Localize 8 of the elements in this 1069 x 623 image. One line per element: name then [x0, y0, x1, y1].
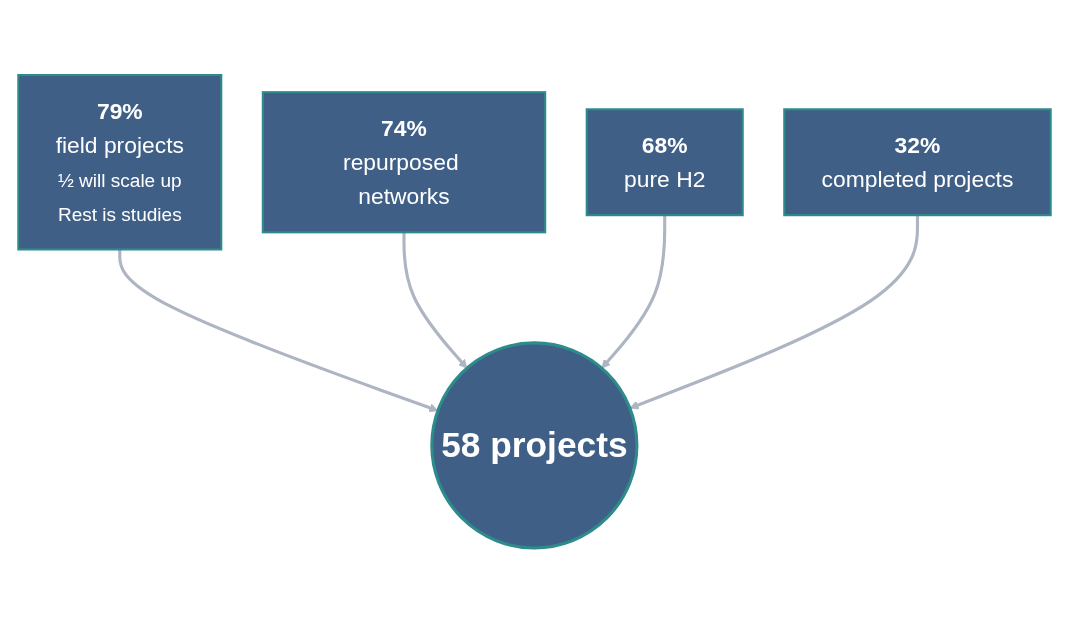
arrow — [402, 232, 468, 369]
node-box: 74% repurposed networks — [261, 91, 547, 234]
node-box: 32% completed projects — [783, 108, 1052, 217]
node-box: 68% pure H2 — [585, 108, 744, 217]
arrow — [629, 215, 920, 410]
arrow — [601, 215, 667, 369]
node-circle: 58 projects — [430, 341, 639, 550]
node-box: 79% field projects ½ will scale up Rest is studies — [17, 74, 223, 251]
